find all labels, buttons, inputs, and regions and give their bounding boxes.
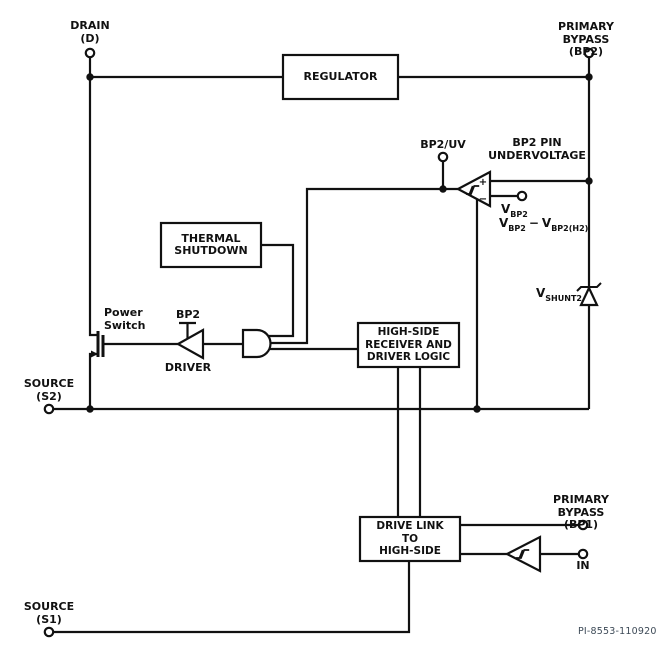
vbp2-threshold-sub2: BP2(H2) — [551, 224, 589, 234]
bp2-pin-label: PRIMARY BYPASS (BP2) — [558, 20, 614, 58]
vbp2-threshold-base1: V — [499, 216, 509, 230]
regulator-box — [281, 53, 400, 101]
terminal-vbp2-ref — [516, 190, 528, 202]
bp2uv-pin-label: BP2/UV — [420, 138, 466, 151]
wire-drain-to-switch — [88, 77, 98, 337]
comparator-plus-sign: + — [479, 177, 487, 188]
vshunt2-label: VSHUNT2 — [536, 287, 582, 304]
vshunt2-sub: SHUNT2 — [545, 294, 582, 304]
source-s2-pin-label: SOURCE (S2) — [23, 377, 75, 403]
wire-driver-bp2-supply — [179, 321, 196, 338]
hysteresis-icon-in-buffer — [516, 549, 530, 559]
terminal-in — [577, 548, 589, 560]
terminal-source-s1 — [43, 626, 55, 638]
driver-label: DRIVER — [164, 361, 212, 374]
wires — [49, 53, 591, 634]
driver-buffer-icon — [175, 328, 205, 360]
thermal-shutdown-label: THERMAL SHUTDOWN — [174, 231, 248, 257]
junction-dot — [86, 73, 94, 81]
drive-link-label: DRIVE LINK TO HIGH-SIDE — [376, 520, 444, 558]
high-side-receiver-label: HIGH-SIDE RECEIVER AND DRIVER LOGIC — [365, 326, 452, 364]
thermal-shutdown-box — [159, 221, 263, 269]
zener-cathode-bar — [576, 282, 602, 292]
junction-dot — [585, 177, 593, 185]
drain-pin-label: DRAIN (D) — [70, 19, 110, 45]
wire-thermal-to-gate — [256, 243, 295, 338]
vbp2-sub: BP2 — [510, 210, 528, 220]
junction-dot — [473, 405, 481, 413]
zener-diode-icon — [579, 285, 599, 307]
hysteresis-icons — [466, 185, 530, 559]
terminal-bp1 — [577, 519, 589, 531]
junction-dot — [585, 73, 593, 81]
junction-dot — [86, 405, 94, 413]
terminals — [43, 47, 595, 638]
wire-source-s1 — [49, 561, 411, 634]
shapes — [159, 53, 599, 573]
bp1-pin-label: PRIMARY BYPASS (BP1) — [553, 493, 609, 531]
hysteresis-icon-comparator — [466, 185, 480, 195]
terminal-drain — [84, 47, 96, 59]
part-number: PI-8553-110920 — [578, 626, 657, 637]
vbp2-base: V — [501, 202, 511, 216]
power-switch-label: Power Switch — [104, 306, 146, 332]
vbp2-label: VBP2 — [501, 203, 528, 220]
junction-dot — [439, 185, 447, 193]
bp2-pin-undervoltage-label: BP2 PIN UNDERVOLTAGE — [488, 136, 586, 162]
terminal-bp2 — [583, 47, 595, 59]
vbp2-threshold-sub1: BP2 — [508, 224, 526, 234]
driver-bp2-supply-label: BP2 — [175, 308, 201, 321]
wire-comparator-to-gate — [256, 187, 458, 345]
terminal-source-s2 — [43, 403, 55, 415]
mosfet-source-arrow-icon — [91, 350, 98, 358]
in-pin-label: IN — [576, 559, 590, 572]
comparator-minus-sign: − — [479, 194, 487, 205]
terminal-bp2uv — [437, 151, 449, 163]
and-gate-icon — [241, 328, 272, 359]
wire-switch-source — [88, 352, 98, 409]
vshunt2-base: V — [536, 286, 546, 300]
undervoltage-comparator-icon — [455, 170, 492, 208]
junction-dots — [86, 73, 593, 413]
source-s1-pin-label: SOURCE (S1) — [23, 600, 75, 626]
regulator-label: REGULATOR — [303, 69, 378, 83]
high-side-receiver-box — [356, 321, 461, 369]
drive-link-box — [358, 515, 462, 563]
vbp2-threshold-operator: − — [528, 216, 539, 230]
vbp2-threshold-base2: V — [541, 216, 552, 230]
vbp2-threshold-label: VBP2−VBP2(H2) — [499, 217, 588, 234]
